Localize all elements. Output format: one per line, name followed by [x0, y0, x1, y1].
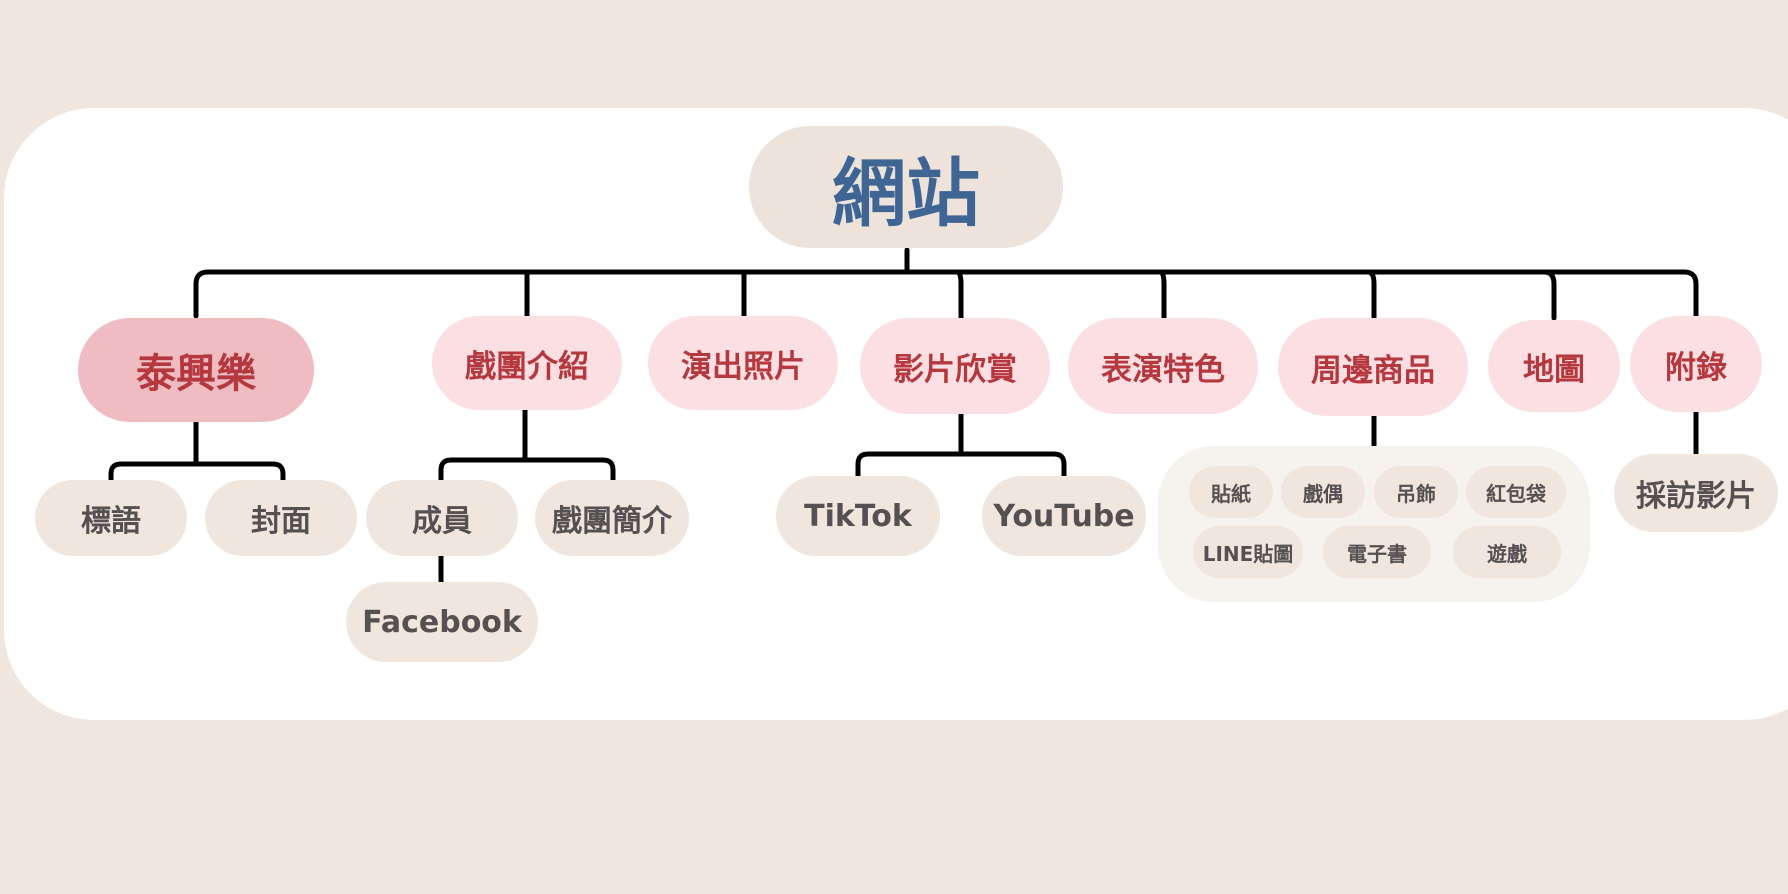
leaf-members: 成員	[366, 480, 518, 556]
branch-goods: 周邊商品	[1278, 318, 1468, 416]
connector-videos	[954, 269, 964, 321]
branch-videos: 影片欣賞	[860, 318, 1050, 414]
branch-photos: 演出照片	[648, 316, 838, 410]
connector-map	[1541, 269, 1557, 321]
connector-top-bar	[193, 269, 1699, 319]
branch-thaixing: 泰興樂	[78, 318, 314, 422]
connector-goods	[1365, 269, 1377, 321]
leaf-youtube: YouTube	[982, 476, 1146, 556]
goods-item-game: 遊戲	[1453, 526, 1561, 578]
branch-map: 地圖	[1488, 320, 1620, 412]
branch-appendix: 附錄	[1630, 316, 1762, 412]
goods-item-pendant: 吊飾	[1374, 466, 1458, 518]
leaf-summary: 戲團簡介	[535, 480, 689, 556]
connector-thaixing-children	[108, 419, 286, 483]
goods-item-red-envelope: 紅包袋	[1466, 466, 1566, 518]
branch-intro: 戲團介紹	[432, 316, 622, 410]
leaf-tiktok: TikTok	[776, 476, 940, 556]
goods-item-sticker: 貼紙	[1189, 466, 1273, 518]
root-node: 網站	[749, 126, 1063, 248]
goods-item-puppet: 戲偶	[1281, 466, 1365, 518]
leaf-slogan: 標語	[35, 480, 187, 556]
connector-video-children	[855, 411, 1067, 479]
leaf-facebook: Facebook	[346, 582, 538, 662]
goods-item-line-stickers: LINE貼圖	[1193, 526, 1303, 578]
leaf-cover: 封面	[205, 480, 357, 556]
connector-features	[1157, 269, 1167, 321]
connector-intro-children	[438, 407, 616, 483]
branch-features: 表演特色	[1068, 318, 1258, 414]
goods-item-ebook: 電子書	[1323, 526, 1431, 578]
leaf-interview: 採訪影片	[1614, 454, 1778, 532]
